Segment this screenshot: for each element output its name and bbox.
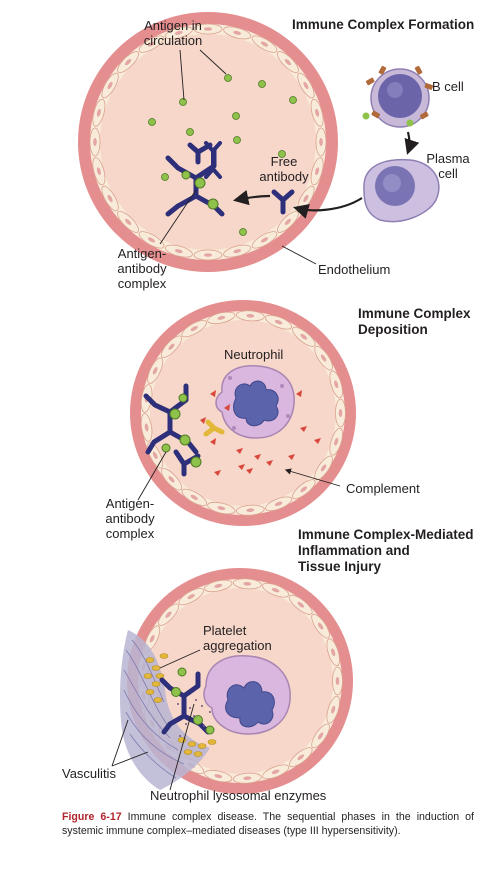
neutrophil-lysosomal-enzymes-label: Neutrophil lysosomal enzymes [150, 788, 327, 803]
antigen-antibody-complex-label-1: Antigen- antibody complex [117, 246, 167, 291]
vasculitis-label: Vasculitis [62, 766, 116, 781]
free-antibody-label: Free antibody [259, 154, 309, 184]
antigen-antibody-complex-label-2: Antigen- antibody complex [105, 496, 155, 541]
figure-number: Figure 6-17 [62, 811, 122, 823]
b-cell [362, 65, 434, 128]
leaders-1 [159, 49, 317, 265]
panel-2-title: Immune Complex Deposition [358, 306, 471, 337]
immune-complex-3 [159, 667, 215, 735]
neutrophil-label: Neutrophil [224, 347, 284, 362]
antigen-dots-1 [148, 74, 297, 236]
endothelial-cell [315, 127, 327, 157]
endothelial-cell [335, 398, 346, 428]
figure-caption: Figure 6-17 Immune complex disease. The … [62, 810, 474, 838]
endothelial-cell [332, 666, 343, 696]
complement-receptor [203, 419, 225, 437]
neutrophil-3 [203, 655, 291, 735]
panel-1-title: Immune Complex Formation [292, 17, 475, 32]
caption-text: Immune complex disease. The sequential p… [62, 811, 474, 837]
antigen-in-circulation-label: Antigen in circulation [143, 18, 203, 48]
leaders-3 [111, 649, 201, 791]
platelet-cluster [143, 653, 217, 757]
panel-1-vessel [78, 12, 338, 272]
b-cell-label: B cell [432, 79, 464, 94]
plasma-cell [363, 158, 440, 223]
plasma-to-antibody-arrow [293, 197, 363, 219]
endothelial-cell [193, 249, 223, 261]
vessel-lumen-1 [100, 34, 316, 250]
panel-2-vessel [130, 300, 356, 526]
neutrophil-2 [215, 365, 295, 439]
complement-label: Complement [346, 481, 420, 496]
endothelium-label: Endothelium [318, 262, 391, 277]
plasma-cell-label: Plasma cell [426, 151, 470, 181]
panel-3-title: Immune Complex-Mediated Inflammation and… [298, 527, 474, 574]
free-antibody [271, 189, 295, 215]
endothelial-cell [89, 127, 101, 157]
platelet-aggregation-label: Platelet aggregation [203, 623, 272, 653]
panel-3-vessel [111, 568, 353, 794]
leaders-2 [137, 451, 341, 501]
bcell-to-plasma-arrow [404, 131, 420, 155]
complement-triangles-2 [200, 390, 321, 476]
antibody-top-left [187, 142, 213, 165]
antibody-to-complex-arrow [232, 190, 271, 206]
